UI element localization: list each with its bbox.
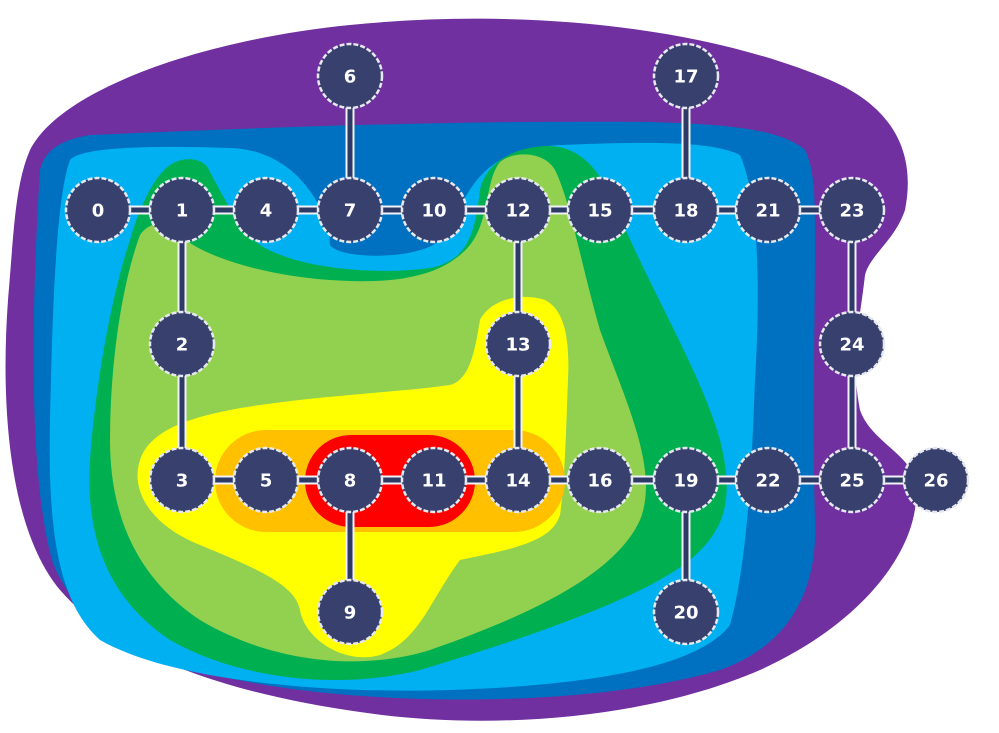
node-6: 6 <box>316 42 384 110</box>
node-circle <box>316 42 384 110</box>
node-14: 14 <box>484 446 552 514</box>
node-circle <box>566 446 634 514</box>
node-0: 0 <box>64 176 132 244</box>
node-label: 4 <box>260 201 273 222</box>
node-circle <box>818 446 886 514</box>
node-circle <box>484 310 552 378</box>
node-circle <box>232 176 300 244</box>
node-circle <box>400 176 468 244</box>
node-circle <box>734 446 802 514</box>
node-circle <box>400 446 468 514</box>
node-label: 5 <box>260 471 273 492</box>
node-circle <box>64 176 132 244</box>
node-5: 5 <box>232 446 300 514</box>
node-circle <box>652 578 720 646</box>
node-circle <box>148 446 216 514</box>
node-circle <box>652 176 720 244</box>
node-label: 13 <box>505 335 530 356</box>
node-7: 7 <box>316 176 384 244</box>
node-label: 7 <box>344 201 357 222</box>
node-18: 18 <box>652 176 720 244</box>
node-label: 2 <box>176 335 189 356</box>
node-label: 3 <box>176 471 189 492</box>
node-circle <box>484 176 552 244</box>
node-circle <box>566 176 634 244</box>
node-25: 25 <box>818 446 886 514</box>
node-circle <box>818 176 886 244</box>
node-label: 21 <box>755 201 780 222</box>
node-1: 1 <box>148 176 216 244</box>
node-10: 10 <box>400 176 468 244</box>
node-circle <box>818 310 886 378</box>
node-19: 19 <box>652 446 720 514</box>
node-4: 4 <box>232 176 300 244</box>
node-label: 6 <box>344 67 357 88</box>
node-23: 23 <box>818 176 886 244</box>
node-22: 22 <box>734 446 802 514</box>
node-label: 12 <box>505 201 530 222</box>
node-16: 16 <box>566 446 634 514</box>
node-label: 25 <box>839 471 864 492</box>
node-24: 24 <box>818 310 886 378</box>
node-8: 8 <box>316 446 384 514</box>
node-circle <box>652 42 720 110</box>
node-11: 11 <box>400 446 468 514</box>
node-13: 13 <box>484 310 552 378</box>
node-17: 17 <box>652 42 720 110</box>
node-3: 3 <box>148 446 216 514</box>
node-label: 0 <box>92 201 105 222</box>
node-circle <box>316 578 384 646</box>
contour-regions <box>5 18 917 721</box>
node-label: 19 <box>673 471 698 492</box>
node-label: 14 <box>505 471 530 492</box>
node-2: 2 <box>148 310 216 378</box>
node-20: 20 <box>652 578 720 646</box>
node-12: 12 <box>484 176 552 244</box>
node-circle <box>232 446 300 514</box>
node-label: 1 <box>176 201 189 222</box>
node-label: 11 <box>421 471 446 492</box>
node-label: 10 <box>421 201 446 222</box>
node-label: 26 <box>923 471 948 492</box>
node-circle <box>734 176 802 244</box>
node-label: 20 <box>673 603 698 624</box>
node-circle <box>316 446 384 514</box>
node-label: 23 <box>839 201 864 222</box>
node-label: 17 <box>673 67 698 88</box>
node-label: 22 <box>755 471 780 492</box>
node-21: 21 <box>734 176 802 244</box>
node-label: 16 <box>587 471 612 492</box>
node-circle <box>148 176 216 244</box>
node-circle <box>148 310 216 378</box>
node-26: 26 <box>902 446 970 514</box>
node-label: 9 <box>344 603 357 624</box>
node-circle <box>652 446 720 514</box>
node-circle <box>484 446 552 514</box>
node-circle <box>902 446 970 514</box>
node-label: 15 <box>587 201 612 222</box>
node-label: 8 <box>344 471 357 492</box>
node-9: 9 <box>316 578 384 646</box>
node-15: 15 <box>566 176 634 244</box>
node-label: 24 <box>839 335 864 356</box>
node-circle <box>316 176 384 244</box>
node-label: 18 <box>673 201 698 222</box>
